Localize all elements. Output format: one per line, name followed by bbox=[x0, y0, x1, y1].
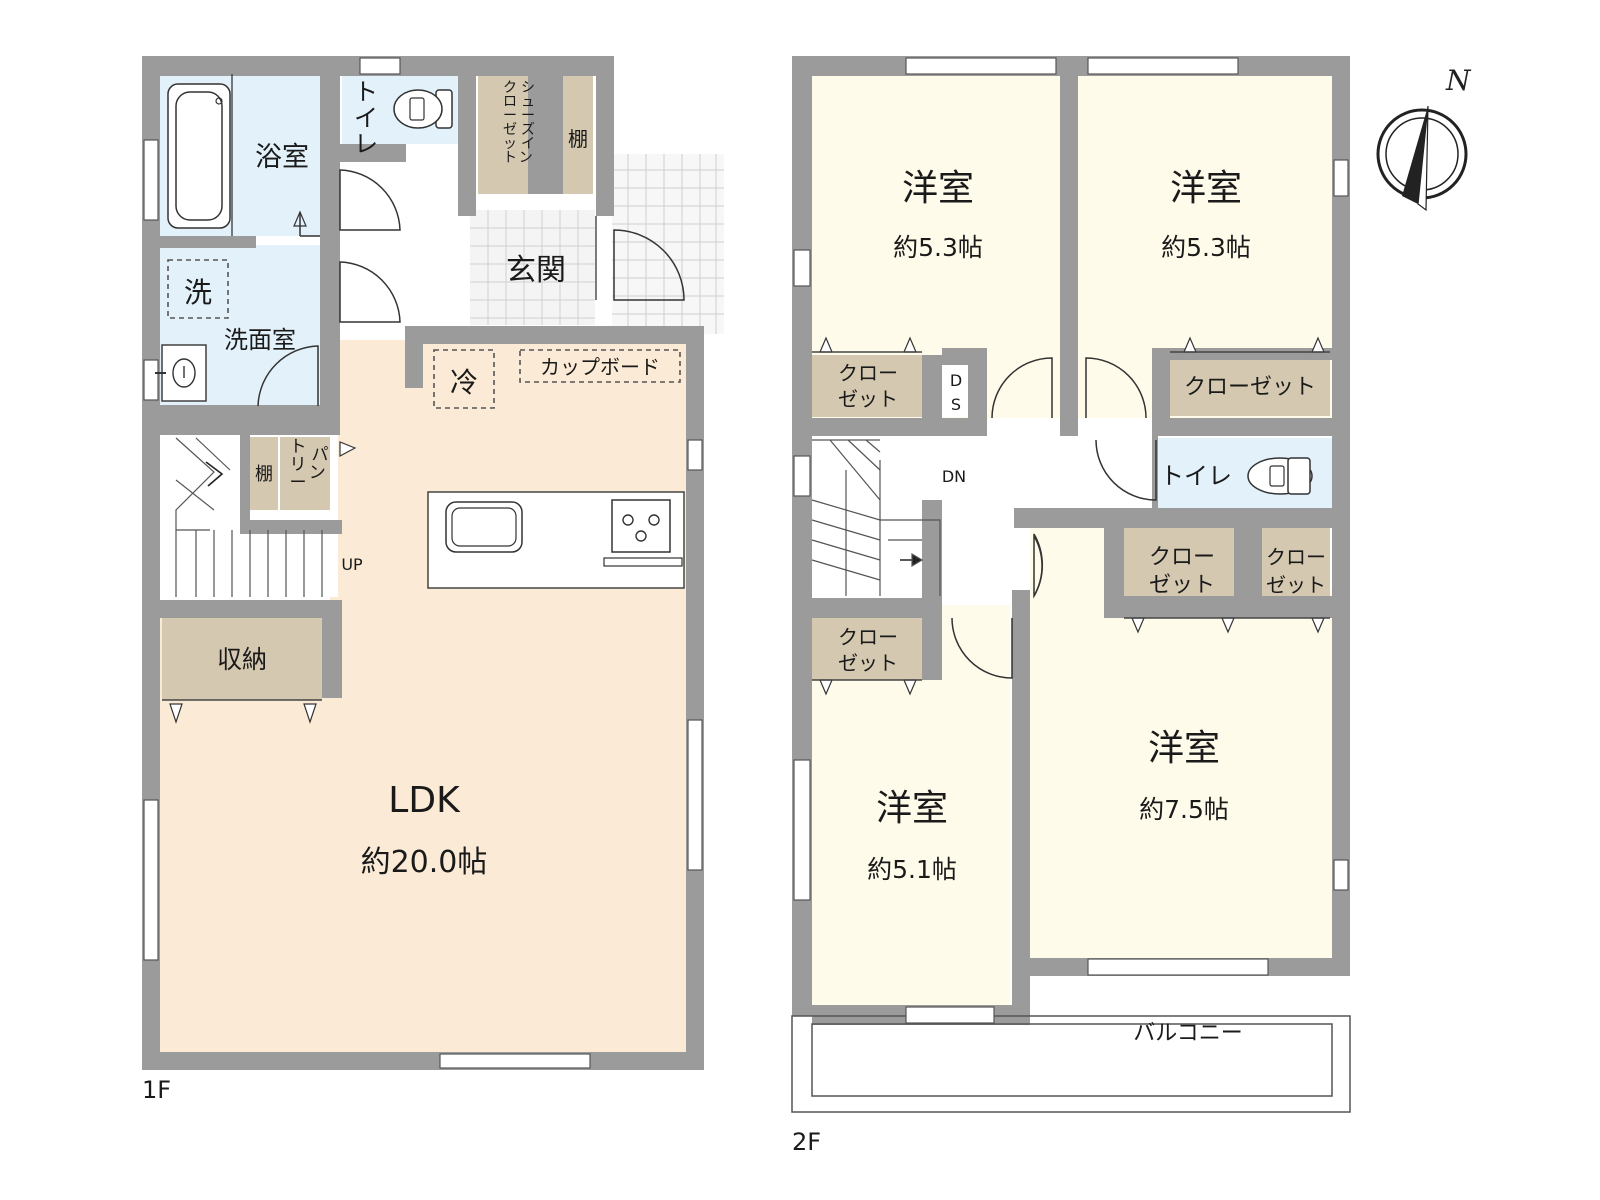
ldk-size-label: 約20.0帖 bbox=[361, 845, 488, 880]
closet-nw-area bbox=[812, 355, 922, 417]
first-floor bbox=[142, 56, 724, 1070]
walls-2f bbox=[792, 56, 1350, 1025]
cupboard-space bbox=[519, 349, 681, 383]
storage-area-1f bbox=[162, 618, 322, 700]
ldk-name-label: LDK bbox=[388, 780, 461, 821]
closet-se2-label: クローゼット bbox=[1266, 545, 1326, 597]
entrance-label: 玄関 bbox=[506, 253, 566, 288]
ldk-area bbox=[330, 340, 686, 1052]
room-se-area bbox=[1030, 590, 1332, 958]
storage-label-1f: 収納 bbox=[217, 645, 267, 674]
shoe-closet-area bbox=[478, 76, 528, 194]
pantry-area bbox=[280, 437, 330, 510]
washer-space bbox=[167, 259, 229, 319]
room-sw-name: 洋室 bbox=[876, 788, 948, 829]
porch-area bbox=[612, 154, 724, 334]
room-se-name: 洋室 bbox=[1148, 728, 1220, 769]
floor-label-1f: 1F bbox=[142, 1076, 171, 1104]
closet-sw-area bbox=[812, 618, 922, 680]
balcony-area bbox=[810, 1022, 1330, 1097]
closet-se1-label: クローゼット bbox=[1149, 545, 1215, 598]
windows-2f bbox=[793, 57, 1349, 1024]
floor-label-2f: 2F bbox=[792, 1128, 821, 1156]
closet-sw-label: クローゼット bbox=[838, 625, 898, 675]
storage-door-marks-1f bbox=[169, 703, 317, 724]
shelf-shoe-area bbox=[563, 76, 593, 194]
entrance-area bbox=[470, 210, 595, 325]
toilet-fixture-2f bbox=[1247, 457, 1313, 495]
windows-1f bbox=[143, 57, 703, 1069]
doors-2f bbox=[951, 357, 1157, 679]
shelf-pantry-area bbox=[250, 437, 278, 510]
room-ne-size: 約5.3帖 bbox=[1161, 233, 1251, 262]
balcony-label: バルコニー bbox=[1133, 1021, 1243, 1046]
washer-label: 洗 bbox=[184, 276, 212, 309]
room-nw-name: 洋室 bbox=[902, 168, 974, 209]
closet-lines-2f bbox=[812, 351, 1330, 681]
cupboard-label: カップボード bbox=[540, 355, 660, 379]
room-ne-name: 洋室 bbox=[1170, 168, 1242, 209]
closet-nw-label: クローゼット bbox=[838, 361, 898, 411]
toilet-fixture-1f bbox=[393, 89, 453, 129]
toilet-label-2f: トイレ bbox=[1160, 462, 1232, 490]
room-sw-size: 約5.1帖 bbox=[867, 855, 957, 884]
stairs-2f bbox=[811, 439, 941, 596]
ds-area bbox=[942, 365, 968, 417]
closet-ne-area bbox=[1170, 356, 1330, 416]
compass-icon: N bbox=[1376, 64, 1472, 212]
hall-1f bbox=[340, 162, 458, 332]
compass-north-label: N bbox=[1445, 64, 1472, 97]
bathroom-label: 浴室 bbox=[255, 142, 309, 173]
room-nw-size: 約5.3帖 bbox=[893, 233, 983, 262]
closet-ne-label: クローゼット bbox=[1184, 375, 1316, 400]
shoe-closet-label: シューズイン クローゼット bbox=[503, 80, 537, 166]
washbasin bbox=[155, 344, 207, 402]
pantry-label: パン トリー bbox=[290, 437, 332, 493]
balcony-outline bbox=[791, 1015, 1351, 1113]
shelf-pantry-label: 棚 bbox=[255, 464, 273, 485]
stairs-1f bbox=[175, 437, 357, 597]
room-se-upper bbox=[1030, 525, 1108, 595]
second-floor bbox=[791, 56, 1351, 1113]
fridge-space bbox=[433, 349, 495, 409]
shelf-shoe-label: 棚 bbox=[568, 127, 588, 151]
stairs-down-label: DN bbox=[942, 467, 966, 486]
fridge-label: 冷 bbox=[450, 366, 478, 399]
bathtub bbox=[167, 83, 231, 229]
washroom-label: 洗面室 bbox=[224, 326, 296, 354]
kitchen-island bbox=[427, 491, 685, 589]
tile-pattern bbox=[470, 154, 724, 334]
toilet-label-1f: トイレ bbox=[354, 78, 378, 158]
doors-1f bbox=[257, 169, 685, 407]
room-se-size: 約7.5帖 bbox=[1139, 795, 1229, 824]
stairs-up-label: UP bbox=[341, 555, 363, 574]
